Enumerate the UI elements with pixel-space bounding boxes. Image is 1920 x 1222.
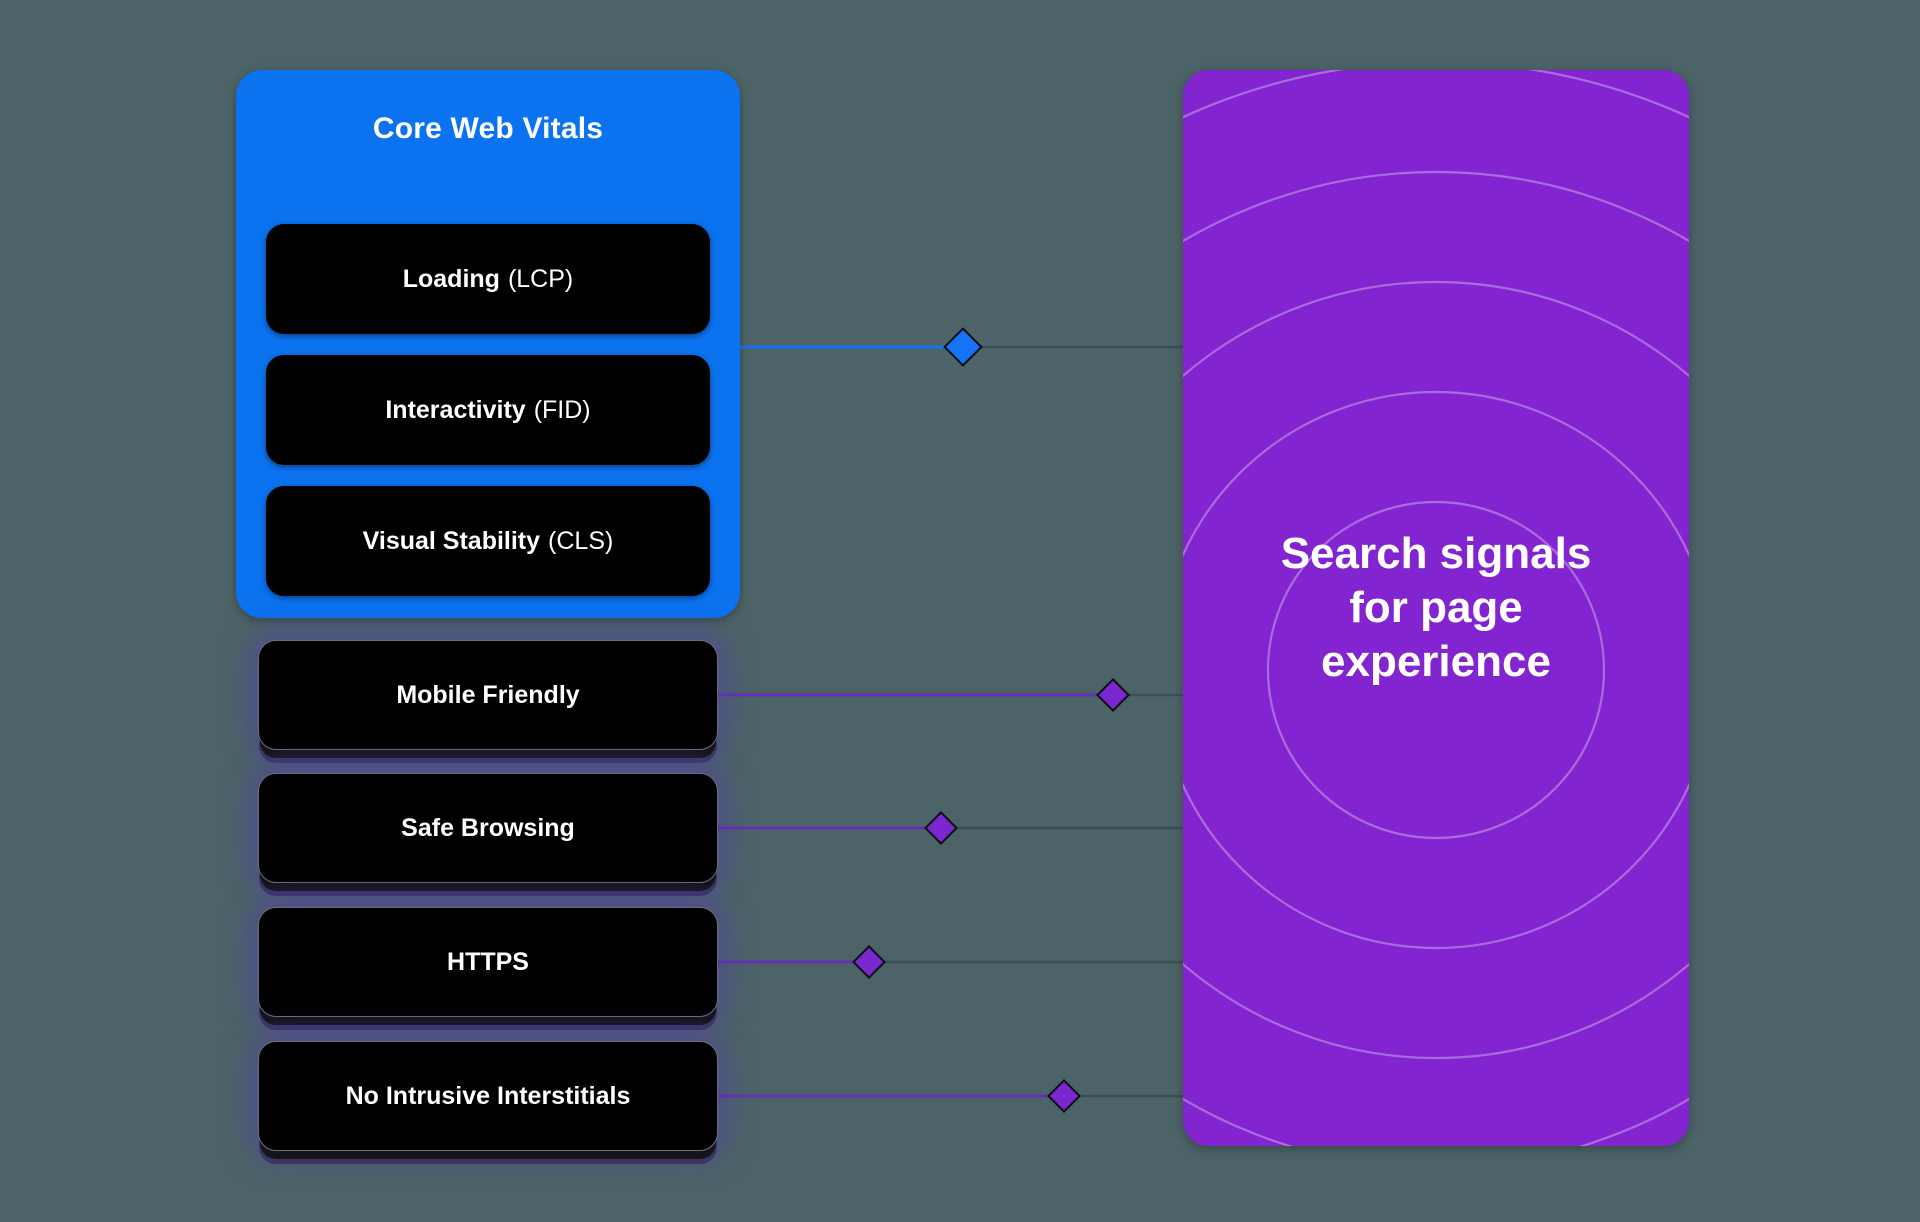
search-signals-title-line1: Search signals bbox=[1280, 529, 1592, 579]
connector-diamond-no-intrusive-interstitials bbox=[1047, 1079, 1081, 1113]
core-web-vital-visual-stability[interactable]: Visual Stability (CLS) bbox=[266, 486, 710, 596]
connector-diamond-cwv bbox=[943, 327, 983, 367]
connector-diamond-https bbox=[852, 945, 886, 979]
concentric-rings-icon bbox=[1183, 70, 1689, 1146]
core-web-vitals-panel[interactable]: Core Web Vitals Loading (LCP) Interactiv… bbox=[236, 70, 740, 618]
signal-card-mobile-friendly[interactable]: Mobile Friendly bbox=[258, 640, 718, 750]
signal-card-safe-browsing[interactable]: Safe Browsing bbox=[258, 773, 718, 883]
core-web-vital-loading-abbr: (LCP) bbox=[507, 264, 574, 293]
signal-card-https-label: HTTPS bbox=[447, 947, 529, 976]
core-web-vital-loading-name: Loading bbox=[402, 264, 500, 293]
search-signals-title-line2: for page bbox=[1349, 583, 1523, 633]
search-signals-panel[interactable]: Search signals for page experience bbox=[1183, 70, 1689, 1146]
core-web-vitals-list: Loading (LCP) Interactivity (FID) Visual… bbox=[266, 224, 710, 596]
signal-card-mobile-friendly-label: Mobile Friendly bbox=[396, 680, 580, 709]
signal-card-no-intrusive-interstitials[interactable]: No Intrusive Interstitials bbox=[258, 1041, 718, 1151]
core-web-vital-loading[interactable]: Loading (LCP) bbox=[266, 224, 710, 334]
core-web-vital-interactivity[interactable]: Interactivity (FID) bbox=[266, 355, 710, 465]
search-signals-title-line3: experience bbox=[1321, 636, 1551, 686]
signal-card-safe-browsing-label: Safe Browsing bbox=[401, 813, 575, 842]
search-signals-title: Search signals for page experience bbox=[1183, 70, 1689, 1146]
core-web-vitals-title: Core Web Vitals bbox=[372, 112, 604, 145]
core-web-vital-visual-stability-abbr: (CLS) bbox=[548, 526, 614, 555]
core-web-vital-visual-stability-name: Visual Stability bbox=[362, 526, 541, 555]
core-web-vital-interactivity-abbr: (FID) bbox=[533, 395, 591, 424]
signal-card-no-intrusive-interstitials-label: No Intrusive Interstitials bbox=[345, 1081, 631, 1110]
connector-diamond-safe-browsing bbox=[924, 811, 958, 845]
connector-diamond-mobile-friendly bbox=[1096, 678, 1130, 712]
core-web-vital-interactivity-name: Interactivity bbox=[385, 395, 526, 424]
signal-card-https[interactable]: HTTPS bbox=[258, 907, 718, 1017]
